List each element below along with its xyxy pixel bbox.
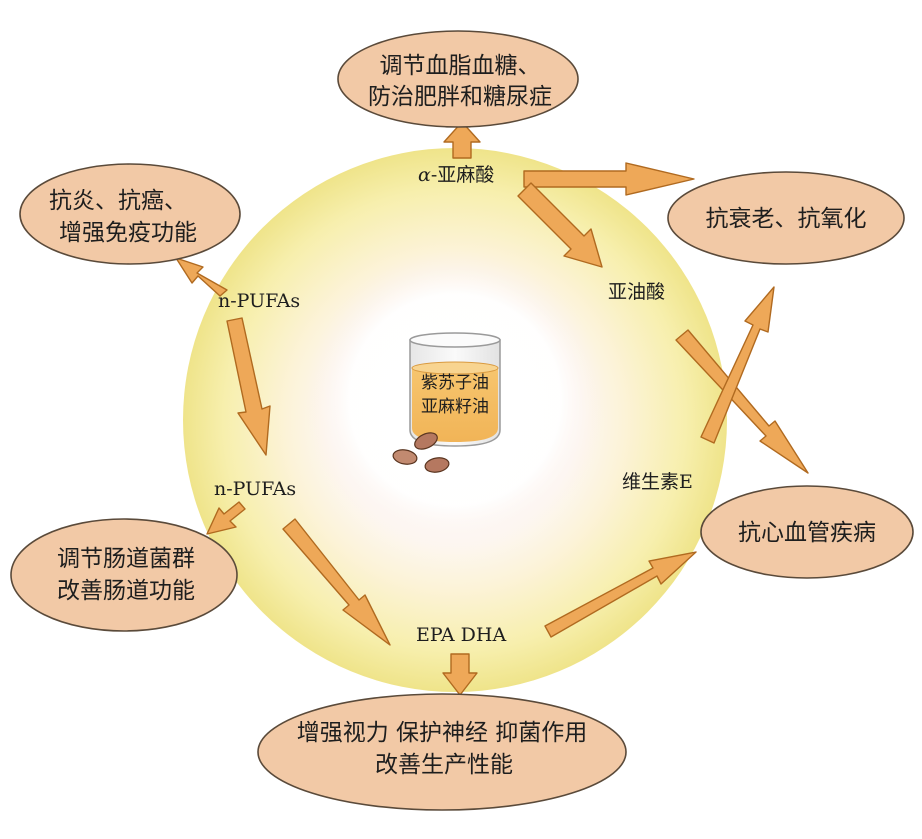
box-vision-nerve: 增强视力 保护神经 抑菌作用 改善生产性能 — [257, 693, 627, 811]
box-shape — [257, 693, 627, 811]
ala-label: -亚麻酸 — [431, 164, 494, 186]
oil-surface — [411, 361, 499, 375]
center-label-line-1: 紫苏子油 — [421, 373, 489, 393]
node-labels: α-亚麻酸 亚油酸 n-PUFAs n-PUFAs 维生素E EPA DHA — [214, 164, 693, 646]
node-epa-dha: EPA DHA — [416, 624, 506, 646]
box-text-line-1: 抗炎、抗癌、 — [49, 188, 187, 214]
seed — [424, 457, 450, 473]
alpha-symbol: α — [418, 164, 431, 186]
arrow-npufas-to-epadha — [282, 518, 391, 646]
seed — [392, 449, 418, 465]
arrows — [175, 121, 809, 696]
oil-fill — [412, 368, 498, 442]
node-npufas-top: n-PUFAs — [218, 290, 300, 312]
box-shape — [10, 518, 238, 632]
box-anti-inflammation: 抗炎、抗癌、 增强免疫功能 — [19, 163, 241, 265]
node-alpha-linolenic-acid: α-亚麻酸 — [418, 164, 494, 186]
arrow-epadha-to-cardio — [544, 551, 697, 638]
arrow-npufas-to-gut — [206, 501, 246, 535]
arrow-npufas-to-inflammation — [175, 257, 228, 297]
node-linoleic-acid: 亚油酸 — [608, 281, 665, 303]
box-text-line-1: 调节血脂血糖、 — [380, 53, 541, 79]
node-npufas-middle: n-PUFAs — [214, 478, 296, 500]
center-label-line-2: 亚麻籽油 — [421, 397, 489, 417]
arrow-npufas-top-to-mid — [226, 317, 271, 456]
box-text-line-2: 改善肠道功能 — [57, 578, 195, 604]
box-anti-aging: 抗衰老、抗氧化 — [667, 171, 905, 265]
box-cardiovascular: 抗心血管疾病 — [700, 485, 914, 579]
box-shape — [700, 485, 914, 579]
glass-rim — [409, 332, 501, 348]
arrow-ala-to-blood — [443, 121, 481, 159]
box-text-line-2: 增强免疫功能 — [59, 220, 197, 246]
box-shape — [337, 30, 579, 128]
arrow-epadha-to-vision — [442, 653, 478, 696]
oil-glass-illustration: 紫苏子油 亚麻籽油 — [392, 332, 501, 473]
box-text-line-1: 抗衰老、抗氧化 — [706, 206, 867, 232]
box-blood-lipid-glucose: 调节血脂血糖、 防治肥胖和糖尿症 — [337, 30, 579, 128]
arrow-vitamine-to-antiaging — [700, 286, 775, 444]
box-text-line-1: 抗心血管疾病 — [738, 520, 876, 546]
seed — [414, 432, 438, 450]
outcome-boxes: 调节血脂血糖、 防治肥胖和糖尿症 抗衰老、抗氧化 抗炎、抗癌、 增强免疫功能 抗… — [10, 30, 914, 811]
arrow-linoleic-to-cardio — [675, 329, 809, 474]
node-vitamin-e: 维生素E — [622, 471, 693, 493]
box-text-line-1: 增强视力 保护神经 抑菌作用 — [297, 720, 588, 746]
box-gut-flora: 调节肠道菌群 改善肠道功能 — [10, 518, 238, 632]
seeds — [392, 432, 450, 473]
box-shape — [667, 171, 905, 265]
arrow-ala-to-linoleic — [517, 182, 603, 268]
arrow-ala-to-antiaging — [523, 162, 695, 196]
box-text-line-1: 调节肠道菌群 — [57, 546, 195, 572]
box-text-line-2: 改善生产性能 — [375, 752, 513, 778]
box-shape — [19, 163, 241, 265]
box-text-line-2: 防治肥胖和糖尿症 — [368, 84, 552, 110]
